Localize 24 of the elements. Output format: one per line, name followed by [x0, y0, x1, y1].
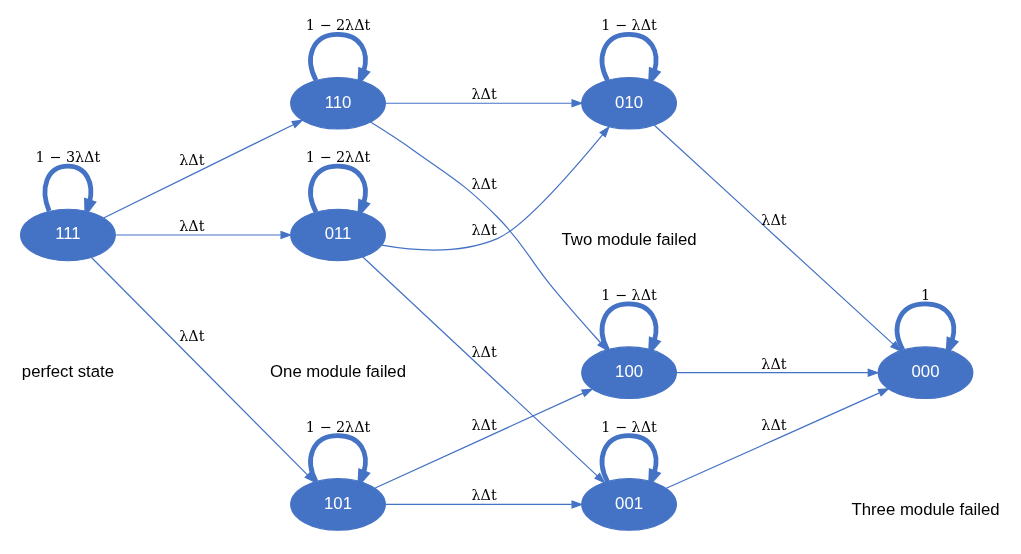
edge-label: 1 − 3λΔt [35, 148, 101, 165]
edge-label: λΔt [471, 343, 497, 360]
label: Three module failed [851, 499, 1000, 519]
edge-label: λΔt [761, 355, 787, 372]
edge-label: λΔt [471, 175, 497, 192]
edge-label: 1 [920, 286, 931, 303]
edge-label: 1 − 2λΔt [305, 148, 371, 165]
edge-label: 1 − λΔt [601, 418, 657, 435]
edge-label: λΔt [471, 486, 497, 503]
edge-label: λΔt [179, 151, 205, 168]
edge-label: λΔt [179, 327, 205, 344]
edge-label: 1 − 2λΔt [305, 16, 371, 33]
edge-label: 1 − λΔt [601, 286, 657, 303]
edge-label: 1 − 2λΔt [305, 418, 371, 435]
label: perfect state [21, 361, 115, 381]
edge-label: λΔt [471, 221, 497, 237]
edge-label: λΔt [761, 416, 787, 433]
edge-label: λΔt [471, 85, 497, 102]
edge-label: 1 − λΔt [601, 16, 657, 33]
edge-label: λΔt [761, 211, 787, 228]
label: One module failed [270, 361, 406, 381]
edge-label: λΔt [471, 416, 497, 433]
label: Two module failed [561, 229, 697, 249]
edge-label: λΔt [179, 217, 205, 234]
